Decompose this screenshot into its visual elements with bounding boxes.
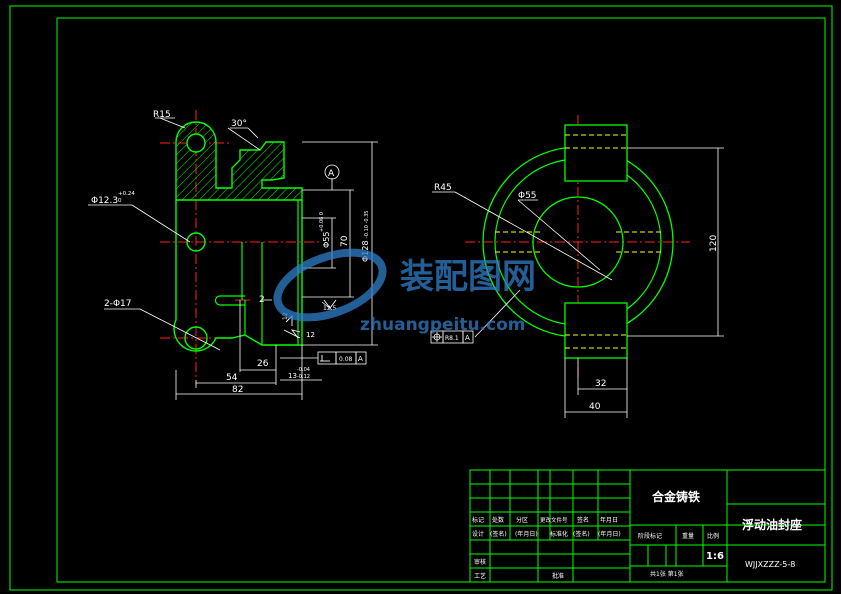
title-block: 标记 处数 分区 更改文件号 签名 年月日 设计 (签名) (年月日) 标准化 … [469, 469, 826, 583]
dim82-label: 82 [232, 385, 243, 395]
perp-datum: A [358, 355, 363, 363]
front-view: R15 30° Φ12.3 +0.24 0 2-Φ17 54 82 26 2 1… [88, 110, 378, 400]
tb-scale: 1:6 [706, 551, 724, 562]
position-datum: A [465, 334, 470, 342]
r15-label: R15 [153, 110, 171, 120]
side-view: R45 Φ55 120 32 40 R8.1 A [430, 115, 724, 418]
hatched-section [175, 121, 303, 201]
tb-sheets: 共1张 第1张 [650, 570, 684, 578]
tb-std-date: (年月日) [598, 530, 621, 538]
dim13-tol-dn: -0.12 [297, 374, 310, 380]
tb-material: 合金铸铁 [652, 489, 700, 504]
watermark-cn: 装配图网 [400, 257, 536, 297]
dim54-label: 54 [226, 373, 238, 383]
tb-change: 更改文件号 [540, 516, 568, 524]
phi12-tol-dn: 0 [118, 198, 122, 204]
dim2-label: 2 [259, 295, 265, 305]
dim13-label: 13 [288, 372, 297, 380]
tb-part-name: 浮动油封座 [742, 517, 802, 532]
roughness2: 12 [306, 331, 315, 339]
tb-std-sign: (签名) [573, 530, 590, 538]
tb-design-date: (年月日) [515, 530, 538, 538]
tb-zone: 分区 [516, 516, 528, 524]
tb-count: 处数 [492, 516, 504, 524]
tb-date: 年月日 [600, 516, 618, 524]
tb-drawing-no: WJJXZZZ-5-8 [745, 560, 795, 569]
dim128-tol: -0.10 -0.35 [364, 211, 370, 238]
watermark-url: zhuangpeitu.com [360, 315, 526, 335]
phi12-tol-up: +0.24 [118, 191, 135, 197]
datum-a-label: A [328, 169, 335, 179]
watermark: 装配图网 zhuangpeitu.com [273, 248, 536, 335]
r45-label: R45 [434, 183, 452, 193]
tb-sign: 签名 [577, 516, 589, 524]
phi12-label: Φ12.3 [91, 196, 118, 206]
phi55-label: Φ55 [518, 191, 537, 201]
dim70-label: 70 [340, 235, 350, 247]
tb-stage: 阶段标记 [638, 532, 662, 540]
body-outline [173, 200, 303, 352]
outer-border [9, 5, 833, 591]
tb-review: 审核 [474, 558, 486, 566]
tb-standard: 标准化 [550, 530, 568, 538]
perp-value: 0.08 [339, 356, 353, 363]
tb-scale-label: 比例 [707, 532, 719, 540]
roughness1: 12.5 [323, 305, 337, 312]
dim32-label: 32 [595, 379, 606, 389]
tb-process: 工艺 [474, 572, 486, 580]
position-value: R8.1 [445, 335, 459, 342]
holes2-label: 2-Φ17 [104, 299, 132, 309]
dim13-tol-up: -0.04 [297, 367, 310, 373]
dim55-label: Φ55 [322, 232, 331, 248]
tb-approve: 批准 [552, 572, 564, 580]
tb-weight: 重量 [682, 532, 694, 540]
tb-design-sign: (签名) [490, 530, 507, 538]
tb-design: 设计 [472, 530, 484, 538]
tb-mark: 标记 [472, 516, 484, 524]
inner-frame [56, 17, 826, 583]
dim120-label: 120 [709, 235, 719, 252]
dim26-label: 26 [257, 359, 269, 369]
angle30-label: 30° [231, 119, 247, 129]
dim55-tol: +0.06 0 [319, 212, 325, 232]
dim40-label: 40 [589, 402, 601, 412]
